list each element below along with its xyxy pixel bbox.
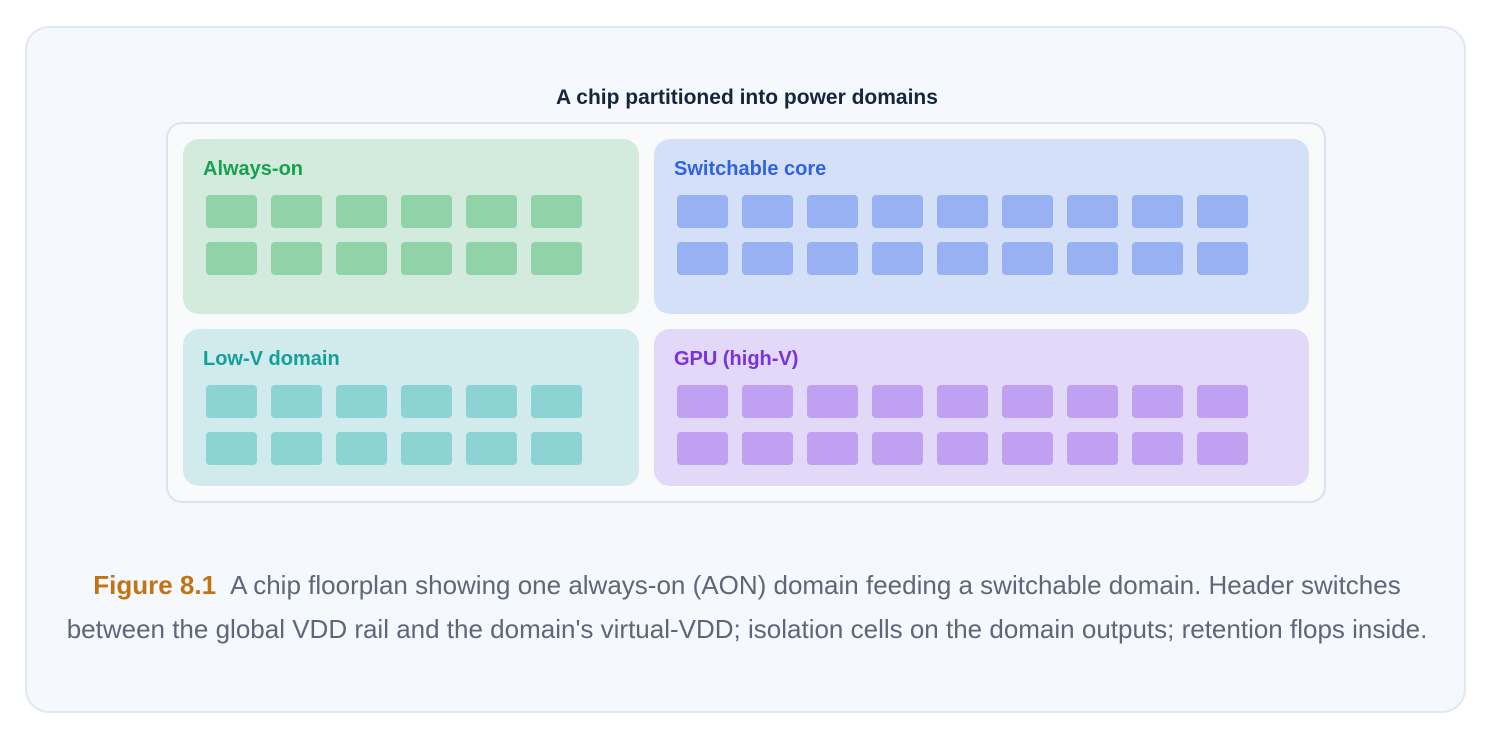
logic-cell bbox=[807, 242, 858, 275]
logic-cell bbox=[1197, 242, 1248, 275]
logic-cell bbox=[1002, 242, 1053, 275]
logic-cell bbox=[1067, 432, 1118, 465]
logic-cell bbox=[1067, 385, 1118, 418]
logic-cell bbox=[677, 195, 728, 228]
logic-cell bbox=[206, 195, 257, 228]
logic-cell bbox=[677, 432, 728, 465]
cell-row bbox=[206, 242, 582, 275]
logic-cell bbox=[937, 432, 988, 465]
logic-cell bbox=[677, 385, 728, 418]
logic-cell bbox=[336, 385, 387, 418]
logic-cell bbox=[807, 385, 858, 418]
logic-cell bbox=[206, 432, 257, 465]
logic-cell bbox=[1197, 195, 1248, 228]
logic-cell bbox=[742, 195, 793, 228]
logic-cell bbox=[531, 242, 582, 275]
logic-cell bbox=[742, 242, 793, 275]
logic-cell bbox=[1002, 432, 1053, 465]
logic-cell bbox=[872, 242, 923, 275]
logic-cell bbox=[872, 432, 923, 465]
logic-cell bbox=[466, 432, 517, 465]
logic-cell bbox=[1132, 432, 1183, 465]
logic-cell bbox=[336, 195, 387, 228]
cell-row bbox=[206, 195, 582, 228]
cell-row bbox=[677, 432, 1248, 465]
logic-cell bbox=[1197, 432, 1248, 465]
logic-cell bbox=[531, 432, 582, 465]
cell-grid bbox=[677, 195, 1248, 289]
logic-cell bbox=[872, 385, 923, 418]
logic-cell bbox=[807, 195, 858, 228]
logic-cell bbox=[271, 432, 322, 465]
domain-label: Switchable core bbox=[674, 158, 827, 180]
logic-cell bbox=[466, 242, 517, 275]
logic-cell bbox=[271, 242, 322, 275]
logic-cell bbox=[466, 195, 517, 228]
cell-row bbox=[677, 242, 1248, 275]
logic-cell bbox=[1132, 242, 1183, 275]
logic-cell bbox=[1067, 242, 1118, 275]
logic-cell bbox=[401, 242, 452, 275]
domain-low-v: Low-V domain bbox=[183, 329, 639, 486]
logic-cell bbox=[1197, 385, 1248, 418]
logic-cell bbox=[466, 385, 517, 418]
cell-row bbox=[206, 385, 582, 418]
logic-cell bbox=[1132, 195, 1183, 228]
cell-row bbox=[206, 432, 582, 465]
logic-cell bbox=[206, 385, 257, 418]
logic-cell bbox=[937, 385, 988, 418]
logic-cell bbox=[336, 432, 387, 465]
logic-cell bbox=[937, 195, 988, 228]
logic-cell bbox=[206, 242, 257, 275]
cell-grid bbox=[206, 195, 582, 289]
figure-title: A chip partitioned into power domains bbox=[556, 86, 938, 109]
figure-number: Figure 8.1 bbox=[93, 570, 217, 600]
logic-cell bbox=[1132, 385, 1183, 418]
logic-cell bbox=[401, 385, 452, 418]
cell-row bbox=[677, 385, 1248, 418]
domain-gpu: GPU (high-V) bbox=[654, 329, 1309, 486]
logic-cell bbox=[937, 242, 988, 275]
domain-label: GPU (high-V) bbox=[674, 348, 799, 370]
cell-grid bbox=[677, 385, 1248, 479]
domain-label: Low-V domain bbox=[203, 348, 340, 370]
logic-cell bbox=[677, 242, 728, 275]
domain-label: Always-on bbox=[203, 158, 304, 180]
logic-cell bbox=[742, 385, 793, 418]
logic-cell bbox=[872, 195, 923, 228]
domain-switchable-core: Switchable core bbox=[654, 139, 1309, 314]
logic-cell bbox=[1067, 195, 1118, 228]
logic-cell bbox=[271, 195, 322, 228]
logic-cell bbox=[742, 432, 793, 465]
logic-cell bbox=[1002, 195, 1053, 228]
logic-cell bbox=[336, 242, 387, 275]
cell-grid bbox=[206, 385, 582, 479]
logic-cell bbox=[271, 385, 322, 418]
logic-cell bbox=[531, 195, 582, 228]
logic-cell bbox=[807, 432, 858, 465]
cell-row bbox=[677, 195, 1248, 228]
logic-cell bbox=[401, 432, 452, 465]
logic-cell bbox=[401, 195, 452, 228]
logic-cell bbox=[1002, 385, 1053, 418]
domain-always-on: Always-on bbox=[183, 139, 639, 314]
logic-cell bbox=[531, 385, 582, 418]
caption-text: A chip floorplan showing one always-on (… bbox=[66, 570, 1428, 644]
